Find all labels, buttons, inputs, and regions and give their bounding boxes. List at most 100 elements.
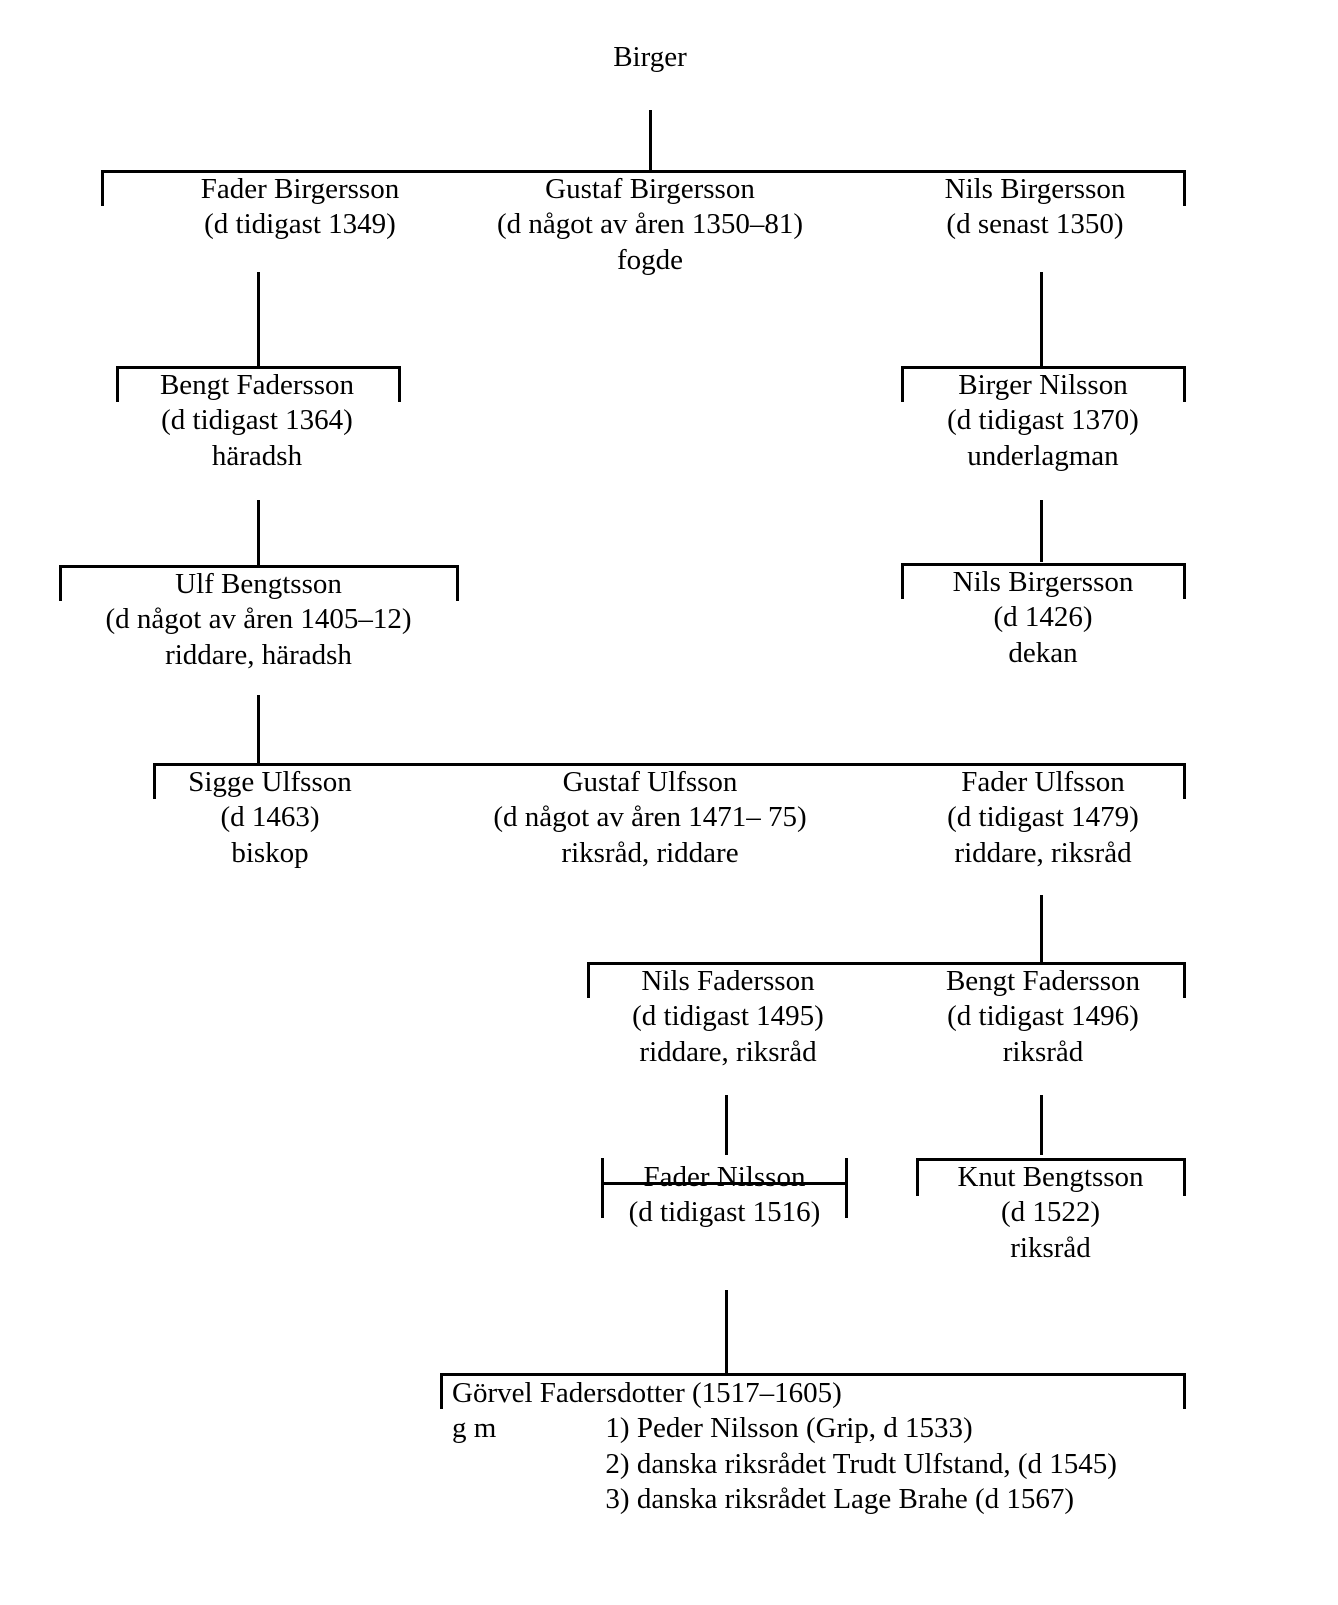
- node-gustaf-ulfsson-death: (d något av åren 1471– 75): [493, 801, 807, 834]
- node-bengt-fadersson-1-title: häradsh: [211, 439, 303, 472]
- connector-ulf-bengtsson-bar: [59, 565, 459, 568]
- node-fader-ulfsson-title: riddare, riksråd: [954, 836, 1132, 869]
- node-sigge-ulfsson-title: biskop: [231, 836, 309, 869]
- node-birger-nilsson-name: Birger Nilsson: [958, 369, 1128, 401]
- node-nils-birgersson-2-name: Nils Birgersson: [952, 566, 1134, 598]
- connector-knut-bengtsson-right-tick: [1183, 1158, 1186, 1196]
- connector-birger-nilsson-down: [1040, 500, 1043, 562]
- node-gorvel-fadersdotter: Görvel Fadersdotter (1517–1605) g m 1) P…: [452, 1376, 1212, 1518]
- connector-gorvel-left-tick: [440, 1373, 443, 1409]
- node-birger-nilsson: Birger Nilsson (d tidigast 1370) underla…: [893, 368, 1193, 474]
- connector-fader-ulfsson-down: [1040, 895, 1043, 963]
- node-nils-fadersson: Nils Fadersson (d tidigast 1495) riddare…: [578, 964, 878, 1070]
- node-nils-birgersson-2: Nils Birgersson (d 1426) dekan: [893, 565, 1193, 671]
- node-bengt-fadersson-1: Bengt Fadersson (d tidigast 1364) härads…: [107, 368, 407, 474]
- connector-nils-birgersson-2-left-tick: [901, 563, 904, 599]
- connector-bengt-fadersson-1-left-tick: [116, 366, 119, 402]
- connector-bengt-fadersson-1-down: [257, 500, 260, 566]
- marriage-label-spacer: [452, 1447, 591, 1482]
- connector-gorvel-bar: [440, 1373, 1186, 1376]
- connector-gen6-bar: [587, 962, 1186, 965]
- connector-fader-nilsson-left-tick: [601, 1158, 604, 1218]
- node-nils-fadersson-name: Nils Fadersson: [641, 965, 815, 997]
- connector-birger-nilsson-left-tick: [901, 366, 904, 402]
- connector-ulf-bengtsson-down: [257, 695, 260, 764]
- node-bengt-fadersson-1-name: Bengt Fadersson: [159, 369, 355, 401]
- node-birger-nilsson-title: underlagman: [967, 439, 1119, 472]
- connector-gorvel-right-tick: [1183, 1373, 1186, 1409]
- node-nils-birgersson-2-death: (d 1426): [993, 601, 1093, 634]
- node-knut-bengtsson-name: Knut Bengtsson: [957, 1161, 1144, 1193]
- node-fader-ulfsson-name: Fader Ulfsson: [961, 766, 1125, 798]
- node-fader-nilsson-death: (d tidigast 1516): [628, 1196, 821, 1229]
- node-fader-birgersson-death: (d tidigast 1349): [204, 208, 396, 241]
- connector-fader-nilsson-bar: [601, 1182, 848, 1185]
- node-bengt-fadersson-2: Bengt Fadersson (d tidigast 1496) riksrå…: [893, 964, 1193, 1070]
- spouse-3: 3) danska riksrådet Lage Brahe (d 1567): [605, 1483, 1075, 1516]
- connector-bengt-fadersson-1-bar: [116, 366, 401, 369]
- connector-fader-nilsson-to-gorvel: [725, 1290, 728, 1375]
- connector-fader-nilsson-right-tick: [845, 1158, 848, 1218]
- node-fader-birgersson-name: Fader Birgersson: [200, 173, 400, 205]
- connector-nils-birgersson-2-right-tick: [1183, 563, 1186, 599]
- node-bengt-fadersson-2-name: Bengt Fadersson: [945, 965, 1141, 997]
- node-gustaf-ulfsson: Gustaf Ulfsson (d något av åren 1471– 75…: [450, 765, 850, 871]
- node-gorvel-fadersdotter-name: Görvel Fadersdotter (1517–1605): [452, 1377, 842, 1409]
- node-fader-birgersson: Fader Birgersson (d tidigast 1349): [110, 172, 490, 243]
- connector-ulf-bengtsson-left-tick: [59, 565, 62, 601]
- node-knut-bengtsson: Knut Bengtsson (d 1522) riksråd: [908, 1160, 1193, 1266]
- connector-birger-nilsson-right-tick: [1183, 366, 1186, 402]
- node-knut-bengtsson-title: riksråd: [1010, 1231, 1091, 1264]
- node-ulf-bengtsson-name: Ulf Bengtsson: [175, 568, 342, 600]
- node-nils-birgersson-1: Nils Birgersson (d senast 1350): [885, 172, 1185, 243]
- node-fader-ulfsson: Fader Ulfsson (d tidigast 1479) riddare,…: [893, 765, 1193, 871]
- node-ulf-bengtsson-title: riddare, häradsh: [165, 638, 352, 671]
- node-sigge-ulfsson-death: (d 1463): [220, 801, 320, 834]
- marriage-label: g m: [452, 1412, 497, 1445]
- node-nils-fadersson-title: riddare, riksråd: [639, 1035, 817, 1068]
- marriage-label-spacer-2: [452, 1482, 591, 1517]
- node-ulf-bengtsson: Ulf Bengtsson (d något av åren 1405–12) …: [52, 567, 465, 673]
- gorvel-marriages: g m 1) Peder Nilsson (Grip, d 1533) 2) d…: [452, 1411, 1212, 1517]
- connector-nils-birgersson-1-down: [1040, 272, 1043, 367]
- connector-knut-bengtsson-left-tick: [916, 1158, 919, 1196]
- node-ulf-bengtsson-death: (d något av åren 1405–12): [105, 603, 412, 636]
- node-nils-birgersson-1-name: Nils Birgersson: [944, 173, 1126, 205]
- node-birger-name: Birger: [613, 41, 687, 73]
- node-bengt-fadersson-1-death: (d tidigast 1364): [161, 404, 353, 437]
- connector-nils-birgersson-2-bar: [901, 563, 1186, 566]
- node-gustaf-birgersson: Gustaf Birgersson (d något av åren 1350–…: [450, 172, 850, 278]
- node-bengt-fadersson-2-death: (d tidigast 1496): [947, 1000, 1139, 1033]
- connector-ulf-bengtsson-right-tick: [456, 565, 459, 601]
- node-gustaf-birgersson-title: fogde: [616, 243, 684, 276]
- node-gustaf-ulfsson-title: riksråd, riddare: [561, 836, 739, 869]
- node-gustaf-birgersson-death: (d något av åren 1350–81): [496, 208, 803, 241]
- node-gustaf-birgersson-name: Gustaf Birgersson: [545, 173, 755, 205]
- node-birger-nilsson-death: (d tidigast 1370): [947, 404, 1139, 437]
- node-gustaf-ulfsson-name: Gustaf Ulfsson: [562, 766, 738, 798]
- connector-gen5-right-tick: [1183, 763, 1186, 799]
- connector-gen2-left-tick: [101, 170, 104, 206]
- connector-nils-fadersson-down: [725, 1095, 728, 1155]
- node-fader-nilsson-name: Fader Nilsson: [643, 1161, 806, 1193]
- connector-gen5-bar: [153, 763, 1186, 766]
- node-fader-ulfsson-death: (d tidigast 1479): [947, 801, 1139, 834]
- connector-birger-down: [649, 110, 652, 172]
- connector-gen5-left-tick: [153, 763, 156, 799]
- node-fader-nilsson: Fader Nilsson (d tidigast 1516): [578, 1160, 871, 1231]
- node-birger: Birger: [450, 40, 850, 75]
- connector-bengt-fadersson-2-down: [1040, 1095, 1043, 1155]
- spouse-1: 1) Peder Nilsson (Grip, d 1533): [605, 1412, 973, 1445]
- node-knut-bengtsson-death: (d 1522): [1000, 1196, 1101, 1229]
- connector-gen2-bar: [101, 170, 1186, 173]
- connector-knut-bengtsson-bar: [916, 1158, 1186, 1161]
- spouse-2: 2) danska riksrådet Trudt Ulfstand, (d 1…: [605, 1447, 1117, 1480]
- connector-bengt-fadersson-1-right-tick: [398, 366, 401, 402]
- node-sigge-ulfsson-name: Sigge Ulfsson: [188, 766, 352, 798]
- connector-gen6-right-tick: [1183, 962, 1186, 998]
- node-nils-birgersson-1-death: (d senast 1350): [946, 208, 1124, 241]
- connector-gen2-right-tick: [1183, 170, 1186, 206]
- node-bengt-fadersson-2-title: riksråd: [1002, 1035, 1084, 1068]
- node-nils-birgersson-2-title: dekan: [1008, 636, 1078, 669]
